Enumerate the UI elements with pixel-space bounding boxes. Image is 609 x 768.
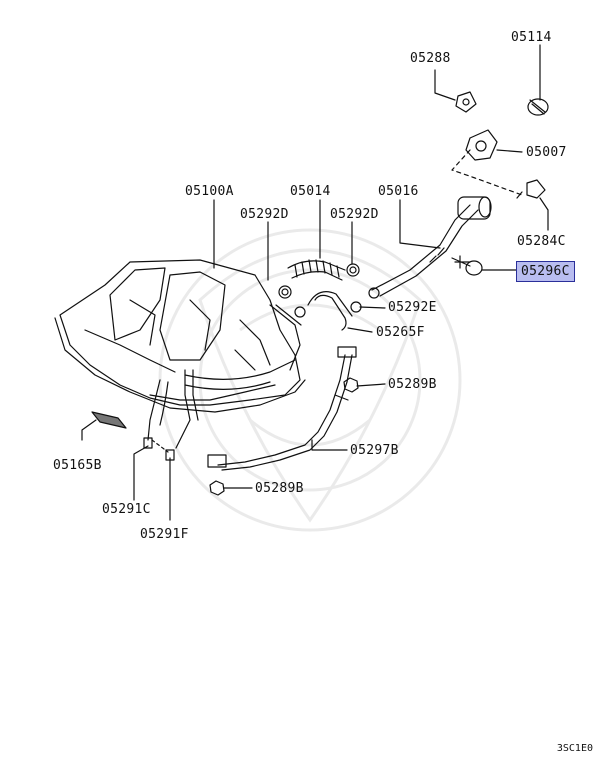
label-05165b: 05165B <box>53 458 102 473</box>
fuel-tank <box>54 259 306 413</box>
label-05296c-highlighted[interactable]: 05296C <box>516 261 575 282</box>
bolt-05284c <box>516 179 546 199</box>
label-05291f: 05291F <box>140 527 189 542</box>
fuel-cap <box>527 98 549 116</box>
label-05297b: 05297B <box>350 443 399 458</box>
label-05265f: 05265F <box>376 325 425 340</box>
pad <box>91 411 127 429</box>
filler-neck <box>368 196 492 299</box>
label-05288: 05288 <box>410 51 451 66</box>
label-05007: 05007 <box>526 145 567 160</box>
label-05289b-upper: 05289B <box>388 377 437 392</box>
label-05100a: 05100A <box>185 184 234 199</box>
hose-clamp-right <box>346 263 360 277</box>
hose-clamp-left <box>278 285 292 299</box>
breather-hose <box>314 294 347 331</box>
label-05292e: 05292E <box>388 300 437 315</box>
bolt-05296c <box>451 255 483 276</box>
label-05284c: 05284C <box>517 234 566 249</box>
filler-hose <box>287 259 346 281</box>
nut-05289b-upper <box>343 377 359 393</box>
label-05292d-left: 05292D <box>240 207 289 222</box>
label-05016: 05016 <box>378 184 419 199</box>
nut-05289b-lower <box>209 480 225 496</box>
part-05288 <box>455 91 477 113</box>
watermark-emblem <box>158 228 462 532</box>
diagram-code: 3SC1E0 <box>556 743 593 754</box>
clip-05291c <box>143 437 153 449</box>
label-05289b-lower: 05289B <box>255 481 304 496</box>
label-05114: 05114 <box>511 30 552 45</box>
label-05291c: 05291C <box>102 502 151 517</box>
tank-band <box>207 346 357 471</box>
label-05014: 05014 <box>290 184 331 199</box>
vent-pipe <box>147 379 161 441</box>
filler-plate <box>465 129 498 161</box>
label-05292d-right: 05292D <box>330 207 379 222</box>
